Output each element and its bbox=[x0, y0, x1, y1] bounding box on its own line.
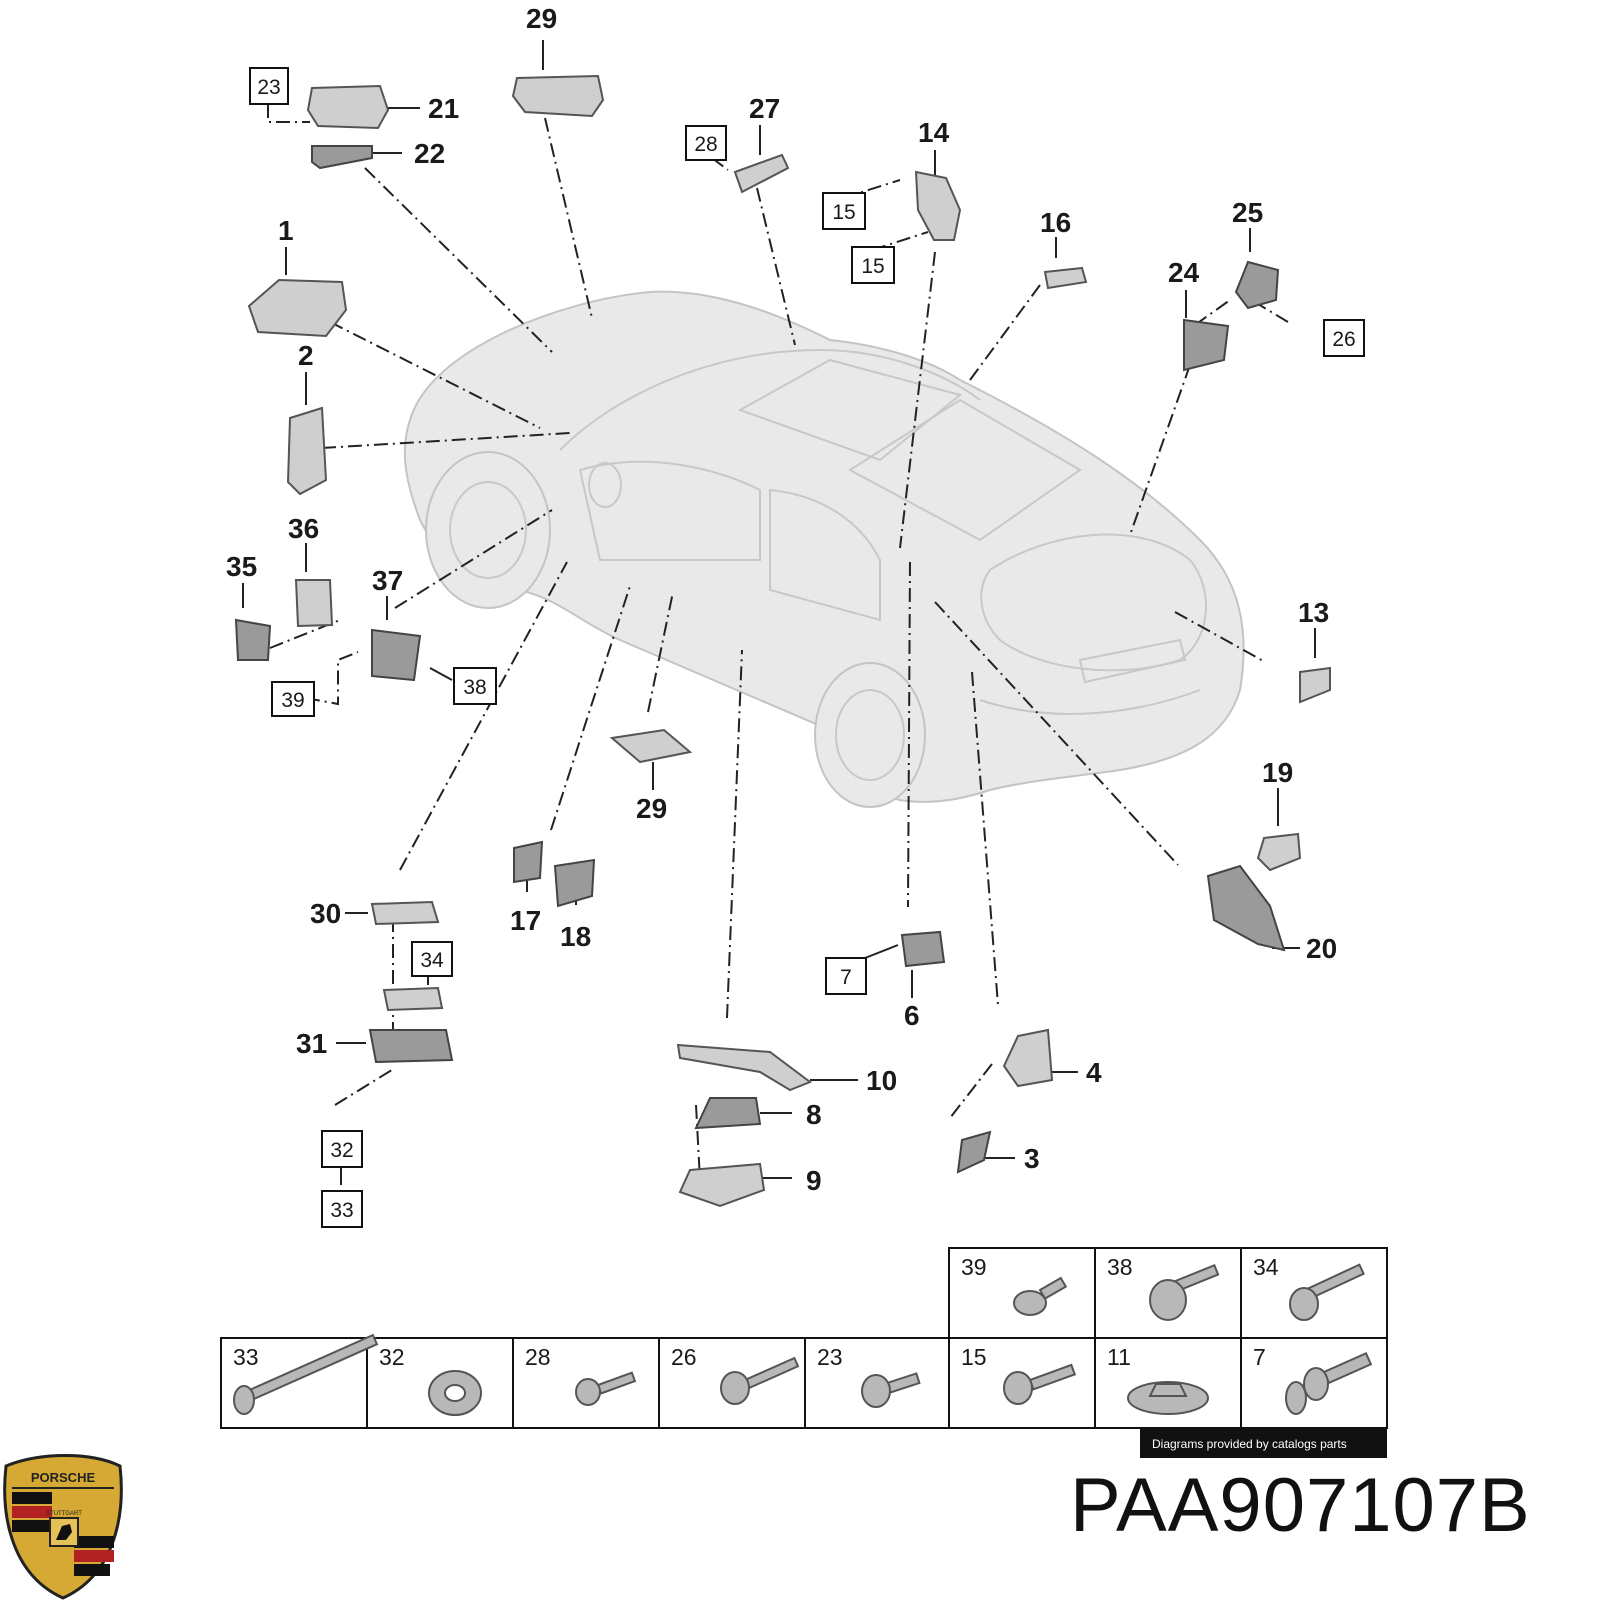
nut-11-icon bbox=[1127, 1381, 1209, 1415]
callout-10: 10 bbox=[866, 1065, 897, 1096]
leader-lines bbox=[267, 104, 1289, 1181]
part-2 bbox=[286, 406, 328, 496]
callout-4: 4 bbox=[1086, 1057, 1102, 1088]
part-25 bbox=[1234, 260, 1280, 310]
callout-21: 21 bbox=[428, 93, 459, 124]
boxed-callout-15b: 15 bbox=[861, 255, 884, 278]
part-number: PAA907107B bbox=[1070, 1463, 1531, 1548]
part-10 bbox=[676, 1043, 813, 1092]
part-29-top bbox=[511, 74, 605, 118]
credit-bar: Diagrams provided by catalogs parts bbox=[1140, 1428, 1387, 1458]
boxed-callouts: 23 28 15 15 26 38 39 34 7 32 33 bbox=[249, 67, 1365, 1228]
part-27 bbox=[733, 153, 790, 194]
boxed-callout-7: 7 bbox=[840, 966, 852, 989]
boxed-callout-28: 28 bbox=[694, 133, 717, 156]
hardware-label-38: 38 bbox=[1107, 1254, 1133, 1280]
callout-14: 14 bbox=[918, 117, 950, 148]
hardware-table: 39 38 34 33 32 28 26 23 15 11 7 bbox=[220, 1247, 1388, 1429]
hardware-label-34: 34 bbox=[1253, 1254, 1279, 1280]
callout-30: 30 bbox=[310, 898, 341, 929]
callout-8: 8 bbox=[806, 1099, 822, 1130]
callout-17: 17 bbox=[510, 905, 541, 936]
part-31 bbox=[368, 1029, 454, 1064]
part-29-lower bbox=[609, 728, 693, 764]
part-37 bbox=[371, 628, 422, 682]
part-19 bbox=[1256, 832, 1302, 872]
callout-36: 36 bbox=[288, 513, 319, 544]
part-9 bbox=[678, 1162, 766, 1208]
hardware-label-7: 7 bbox=[1253, 1344, 1266, 1370]
callout-16: 16 bbox=[1040, 207, 1071, 238]
crest-text-center: STUTTGART bbox=[46, 1511, 82, 1517]
callout-27: 27 bbox=[749, 93, 780, 124]
hardware-label-32: 32 bbox=[379, 1344, 405, 1370]
boxed-callout-33: 33 bbox=[330, 1199, 353, 1222]
credit-text: Diagrams provided by catalogs parts bbox=[1152, 1437, 1347, 1451]
boxed-callout-23: 23 bbox=[257, 76, 280, 99]
hardware-label-26: 26 bbox=[671, 1344, 697, 1370]
boxed-callout-38: 38 bbox=[463, 676, 486, 699]
callout-19: 19 bbox=[1262, 757, 1293, 788]
callout-3: 3 bbox=[1024, 1143, 1040, 1174]
hardware-label-39: 39 bbox=[961, 1254, 987, 1280]
hardware-label-23: 23 bbox=[817, 1344, 843, 1370]
callout-lines bbox=[242, 40, 1316, 1185]
part-13 bbox=[1299, 666, 1331, 704]
hardware-label-11: 11 bbox=[1107, 1344, 1131, 1370]
part-36 bbox=[294, 579, 334, 628]
part-1 bbox=[247, 278, 348, 338]
part-21 bbox=[306, 84, 390, 130]
callout-2: 2 bbox=[298, 340, 314, 371]
part-8 bbox=[694, 1097, 762, 1130]
part-22 bbox=[311, 145, 373, 170]
boxed-callout-15a: 15 bbox=[832, 201, 855, 224]
hardware-label-15: 15 bbox=[961, 1344, 987, 1370]
part-35 bbox=[234, 618, 272, 661]
crest-text-top: PORSCHE bbox=[31, 1470, 96, 1485]
callout-20: 20 bbox=[1306, 933, 1337, 964]
boxed-callout-34: 34 bbox=[420, 949, 444, 972]
callout-numbers: 29 21 22 27 14 16 25 24 1 2 36 35 37 13 … bbox=[226, 3, 1337, 1196]
callout-31: 31 bbox=[296, 1028, 327, 1059]
hardware-label-28: 28 bbox=[525, 1344, 551, 1370]
boxed-callout-32: 32 bbox=[330, 1139, 353, 1162]
hardware-label-33: 33 bbox=[233, 1344, 259, 1370]
part-18 bbox=[553, 858, 596, 908]
part-4 bbox=[1002, 1028, 1054, 1088]
callout-29: 29 bbox=[526, 3, 557, 34]
porsche-crest-icon: PORSCHE STUTTGART bbox=[3, 1454, 123, 1600]
part-17 bbox=[513, 840, 544, 884]
vehicle-silhouette bbox=[403, 290, 1245, 808]
callout-13: 13 bbox=[1298, 597, 1329, 628]
part-14 bbox=[914, 170, 962, 241]
part-24 bbox=[1183, 318, 1230, 372]
callout-24: 24 bbox=[1168, 257, 1200, 288]
callout-35: 35 bbox=[226, 551, 257, 582]
part-6 bbox=[900, 930, 946, 968]
callout-1: 1 bbox=[278, 215, 294, 246]
callout-6: 6 bbox=[904, 1000, 920, 1031]
part-16 bbox=[1043, 266, 1088, 290]
part-31-cover bbox=[382, 986, 444, 1012]
callout-22: 22 bbox=[414, 138, 445, 169]
boxed-callout-39: 39 bbox=[281, 689, 304, 712]
components bbox=[234, 74, 1331, 1208]
boxed-callout-26: 26 bbox=[1332, 328, 1355, 351]
callout-37: 37 bbox=[372, 565, 403, 596]
callout-9: 9 bbox=[806, 1165, 822, 1196]
callout-29-lower: 29 bbox=[636, 793, 667, 824]
callout-25: 25 bbox=[1232, 197, 1263, 228]
part-3 bbox=[956, 1130, 992, 1174]
part-20 bbox=[1206, 864, 1286, 952]
callout-18: 18 bbox=[560, 921, 591, 952]
part-30 bbox=[370, 900, 440, 926]
